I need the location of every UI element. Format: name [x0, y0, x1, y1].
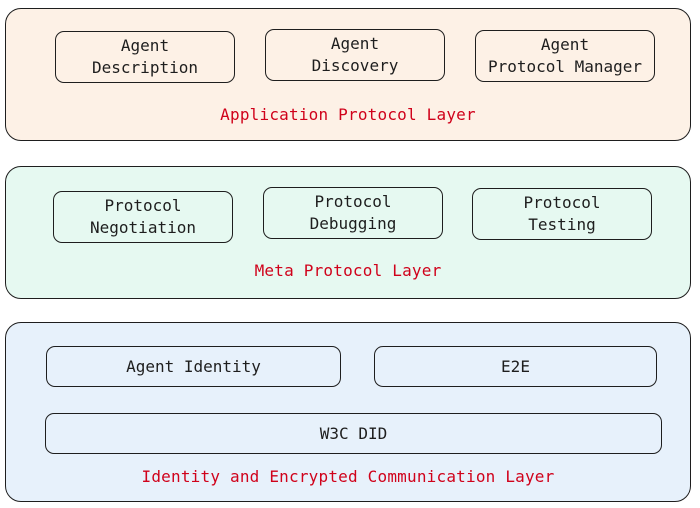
agent-description-box: Agent Description: [55, 31, 235, 83]
identity-layer-title: Identity and Encrypted Communication Lay…: [141, 467, 555, 486]
application-layer-title: Application Protocol Layer: [220, 105, 476, 124]
protocol-testing-box: Protocol Testing: [472, 188, 652, 240]
agent-discovery-box: Agent Discovery: [265, 29, 445, 81]
w3c-did-box: W3C DID: [45, 413, 662, 454]
application-protocol-layer: Agent Description Agent Discovery Agent …: [5, 8, 691, 141]
protocol-negotiation-box: Protocol Negotiation: [53, 191, 233, 243]
identity-encrypted-communication-layer: Agent Identity E2E W3C DID Identity and …: [5, 322, 691, 502]
agent-identity-box: Agent Identity: [46, 346, 341, 387]
protocol-debugging-box: Protocol Debugging: [263, 187, 443, 239]
meta-protocol-layer: Protocol Negotiation Protocol Debugging …: [5, 166, 691, 299]
agent-protocol-manager-box: Agent Protocol Manager: [475, 30, 655, 82]
e2e-box: E2E: [374, 346, 657, 387]
meta-layer-title: Meta Protocol Layer: [254, 261, 442, 280]
